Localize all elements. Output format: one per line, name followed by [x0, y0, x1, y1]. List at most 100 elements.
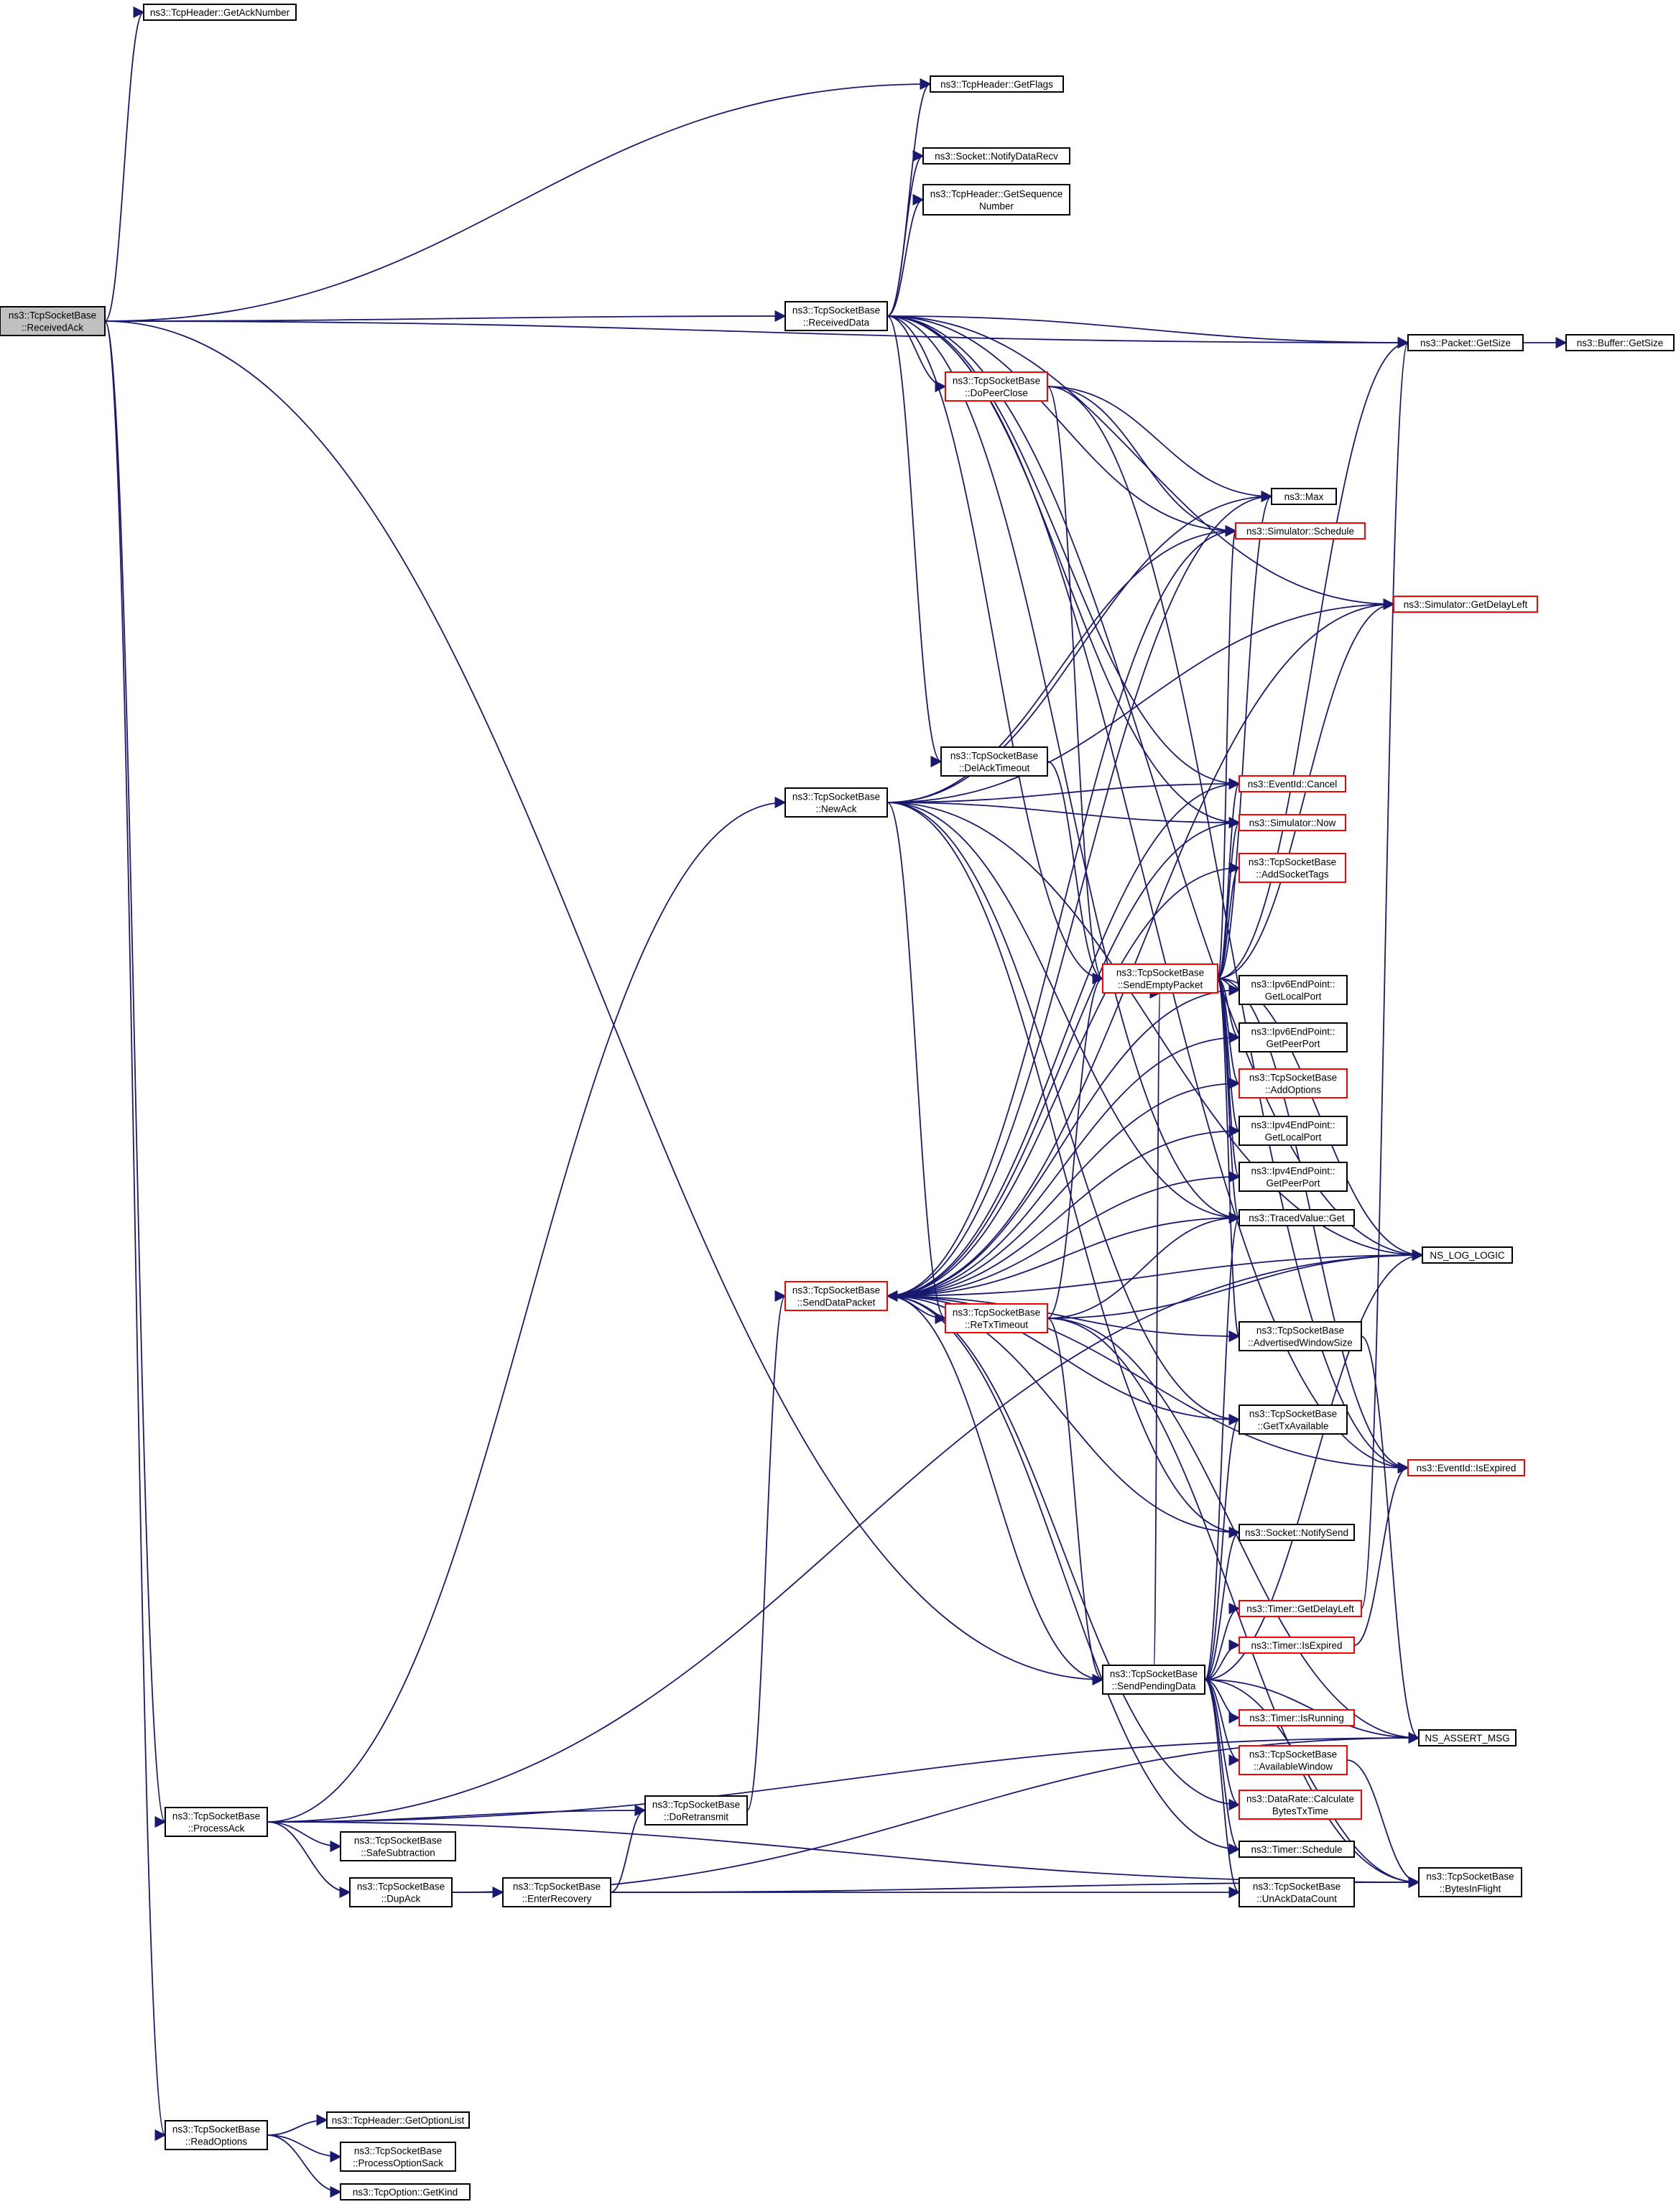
- node-box[interactable]: [0, 306, 106, 336]
- node-box[interactable]: [1565, 334, 1675, 351]
- node-box[interactable]: [1239, 1877, 1355, 1907]
- node-ipv6GetPeerPort[interactable]: ns3::Ipv6EndPoint::GetPeerPort: [1239, 1022, 1348, 1052]
- node-max[interactable]: ns3::Max: [1271, 488, 1337, 505]
- node-box[interactable]: [1407, 1459, 1525, 1476]
- node-box[interactable]: [349, 1877, 453, 1907]
- node-nsAssertMsg[interactable]: NS_ASSERT_MSG: [1418, 1729, 1517, 1746]
- node-box[interactable]: [1239, 853, 1346, 883]
- node-ipv6GetLocalPort[interactable]: ns3::Ipv6EndPoint::GetLocalPort: [1239, 975, 1348, 1005]
- node-doRetransmit[interactable]: ns3::TcpSocketBase::DoRetransmit: [644, 1795, 748, 1825]
- node-newAck[interactable]: ns3::TcpSocketBase::NewAck: [784, 787, 888, 818]
- node-processAck[interactable]: ns3::TcpSocketBase::ProcessAck: [165, 1807, 268, 1837]
- node-box[interactable]: [1239, 1162, 1348, 1192]
- node-packetGetSize[interactable]: ns3::Packet::GetSize: [1407, 334, 1524, 351]
- node-processOptionSack[interactable]: ns3::TcpSocketBase::ProcessOptionSack: [340, 2142, 456, 2172]
- node-dupAck[interactable]: ns3::TcpSocketBase::DupAck: [349, 1877, 453, 1907]
- node-timerSchedule[interactable]: ns3::Timer::Schedule: [1239, 1841, 1355, 1858]
- node-getFlags[interactable]: ns3::TcpHeader::GetFlags: [930, 75, 1064, 93]
- node-ipv4GetLocalPort[interactable]: ns3::Ipv4EndPoint::GetLocalPort: [1239, 1116, 1348, 1146]
- node-box[interactable]: [1239, 775, 1346, 792]
- node-box[interactable]: [1239, 1600, 1362, 1617]
- node-addSocketTags[interactable]: ns3::TcpSocketBase::AddSocketTags: [1239, 853, 1346, 883]
- node-box[interactable]: [930, 75, 1064, 93]
- node-box[interactable]: [1102, 963, 1218, 994]
- node-box[interactable]: [1418, 1867, 1522, 1897]
- node-getAckNumber[interactable]: ns3::TcpHeader::GetAckNumber: [143, 4, 297, 21]
- node-box[interactable]: [326, 2111, 470, 2129]
- node-tcpOptionGetKind[interactable]: ns3::TcpOption::GetKind: [340, 2183, 471, 2201]
- node-box[interactable]: [1239, 1116, 1348, 1146]
- node-box[interactable]: [502, 1877, 611, 1907]
- node-box[interactable]: [1102, 1665, 1205, 1695]
- node-box[interactable]: [1239, 1405, 1348, 1435]
- node-box[interactable]: [1239, 975, 1348, 1005]
- node-box[interactable]: [1239, 1209, 1355, 1226]
- node-box[interactable]: [784, 787, 888, 818]
- node-box[interactable]: [1407, 334, 1524, 351]
- node-box[interactable]: [644, 1795, 748, 1825]
- node-box[interactable]: [784, 301, 888, 331]
- node-box[interactable]: [1239, 1790, 1362, 1820]
- node-sendDataPacket[interactable]: ns3::TcpSocketBase::SendDataPacket: [784, 1281, 888, 1311]
- node-box[interactable]: [945, 371, 1048, 402]
- node-nsLogLogic[interactable]: NS_LOG_LOGIC: [1422, 1246, 1513, 1264]
- node-availableWindow[interactable]: ns3::TcpSocketBase::AvailableWindow: [1239, 1745, 1348, 1775]
- node-box[interactable]: [1239, 1022, 1348, 1052]
- node-eventIsExpired[interactable]: ns3::EventId::IsExpired: [1407, 1459, 1525, 1476]
- node-timerGetDelayLeft[interactable]: ns3::Timer::GetDelayLeft: [1239, 1600, 1362, 1617]
- node-box[interactable]: [1239, 1841, 1355, 1858]
- node-box[interactable]: [784, 1281, 888, 1311]
- node-box[interactable]: [1239, 814, 1346, 831]
- node-box[interactable]: [143, 4, 297, 21]
- node-box[interactable]: [1239, 1321, 1362, 1351]
- node-receivedAck[interactable]: ns3::TcpSocketBase::ReceivedAck: [0, 306, 106, 336]
- node-box[interactable]: [1239, 1524, 1355, 1541]
- node-getTxAvailable[interactable]: ns3::TcpSocketBase::GetTxAvailable: [1239, 1405, 1348, 1435]
- node-sendEmptyPacket[interactable]: ns3::TcpSocketBase::SendEmptyPacket: [1102, 963, 1218, 994]
- node-box[interactable]: [340, 2183, 471, 2201]
- node-readOptions[interactable]: ns3::TcpSocketBase::ReadOptions: [165, 2120, 268, 2150]
- node-delAckTimeout[interactable]: ns3::TcpSocketBase::DelAckTimeout: [940, 746, 1048, 777]
- node-box[interactable]: [1239, 1745, 1348, 1775]
- node-box[interactable]: [940, 746, 1048, 777]
- node-box[interactable]: [1422, 1246, 1513, 1264]
- node-box[interactable]: [1239, 1709, 1355, 1726]
- node-bytesInFlight[interactable]: ns3::TcpSocketBase::BytesInFlight: [1418, 1867, 1522, 1897]
- node-enterRecovery[interactable]: ns3::TcpSocketBase::EnterRecovery: [502, 1877, 611, 1907]
- node-sendPendingData[interactable]: ns3::TcpSocketBase::SendPendingData: [1102, 1665, 1205, 1695]
- node-ipv4GetPeerPort[interactable]: ns3::Ipv4EndPoint::GetPeerPort: [1239, 1162, 1348, 1192]
- node-receivedData[interactable]: ns3::TcpSocketBase::ReceivedData: [784, 301, 888, 331]
- node-unAckDataCount[interactable]: ns3::TcpSocketBase::UnAckDataCount: [1239, 1877, 1355, 1907]
- node-box[interactable]: [1418, 1729, 1517, 1746]
- node-box[interactable]: [1393, 596, 1538, 613]
- node-getOptionList[interactable]: ns3::TcpHeader::GetOptionList: [326, 2111, 470, 2129]
- node-box[interactable]: [1235, 522, 1366, 540]
- node-box[interactable]: [1239, 1068, 1348, 1098]
- node-schedule[interactable]: ns3::Simulator::Schedule: [1235, 522, 1366, 540]
- node-reTxTimeout[interactable]: ns3::TcpSocketBase::ReTxTimeout: [945, 1303, 1048, 1333]
- node-timerIsExpired[interactable]: ns3::Timer::IsExpired: [1239, 1637, 1355, 1654]
- node-doPeerClose[interactable]: ns3::TcpSocketBase::DoPeerClose: [945, 371, 1048, 402]
- node-notifySend[interactable]: ns3::Socket::NotifySend: [1239, 1524, 1355, 1541]
- node-advWindowSize[interactable]: ns3::TcpSocketBase::AdvertisedWindowSize: [1239, 1321, 1362, 1351]
- node-getDelayLeft[interactable]: ns3::Simulator::GetDelayLeft: [1393, 596, 1538, 613]
- node-timerIsRunning[interactable]: ns3::Timer::IsRunning: [1239, 1709, 1355, 1726]
- node-box[interactable]: [1271, 488, 1337, 505]
- node-box[interactable]: [1239, 1637, 1355, 1654]
- node-eventCancel[interactable]: ns3::EventId::Cancel: [1239, 775, 1346, 792]
- node-addOptions[interactable]: ns3::TcpSocketBase::AddOptions: [1239, 1068, 1348, 1098]
- node-box[interactable]: [165, 1807, 268, 1837]
- node-tracedGet[interactable]: ns3::TracedValue::Get: [1239, 1209, 1355, 1226]
- node-box[interactable]: [945, 1303, 1048, 1333]
- node-box[interactable]: [922, 184, 1070, 216]
- node-notifyDataRecv[interactable]: ns3::Socket::NotifyDataRecv: [922, 147, 1070, 165]
- node-box[interactable]: [340, 2142, 456, 2172]
- node-bufferGetSize[interactable]: ns3::Buffer::GetSize: [1565, 334, 1675, 351]
- node-box[interactable]: [922, 147, 1070, 165]
- node-box[interactable]: [165, 2120, 268, 2150]
- node-box[interactable]: [340, 1831, 456, 1861]
- node-safeSubtraction[interactable]: ns3::TcpSocketBase::SafeSubtraction: [340, 1831, 456, 1861]
- node-simNow[interactable]: ns3::Simulator::Now: [1239, 814, 1346, 831]
